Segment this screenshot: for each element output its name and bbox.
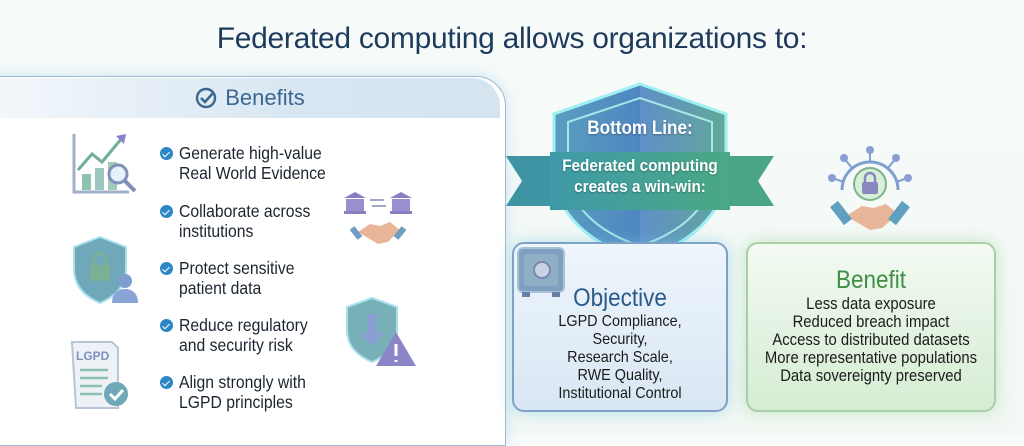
objective-line: Security, [592, 331, 648, 348]
item-line: Generate high-value [179, 143, 322, 163]
lgpd-document-icon: LGPD [70, 341, 128, 409]
benefits-header: Benefits [0, 78, 500, 118]
page-title: Federated computing allows organizations… [216, 22, 808, 55]
item-line: LGPD principles [179, 392, 293, 412]
check-bullet-icon [160, 262, 173, 275]
benefit-title: Benefit [835, 266, 907, 294]
chart-magnifier-icon [72, 134, 137, 194]
benefit-box: Benefit Less data exposure Reduced breac… [746, 242, 996, 412]
bottom-line-shield [506, 82, 774, 262]
objective-line: LGPD Compliance, [558, 313, 682, 330]
benefit-line: Data sovereignty preserved [780, 367, 962, 385]
item-line: Collaborate across [179, 201, 311, 221]
objective-line: Institutional Control [558, 385, 682, 402]
institutions-handshake-icon [344, 192, 412, 244]
network-lock-handshake-icon [828, 146, 912, 230]
item-line: and security risk [179, 335, 293, 355]
benefit-line: Access to distributed datasets [772, 331, 970, 349]
item-line: patient data [179, 278, 262, 298]
item-line: Real World Evidence [179, 163, 326, 183]
objective-line: RWE Quality, [577, 367, 663, 384]
item-line: Reduce regulatory [179, 315, 308, 335]
safe-icon [517, 247, 565, 297]
objective-line: Research Scale, [567, 349, 673, 366]
benefit-line: Reduced breach impact [792, 313, 950, 331]
objective-box: Objective LGPD Compliance, Security, Res… [512, 242, 728, 412]
shield-lock-patient-icon [73, 235, 138, 305]
check-bullet-icon [160, 319, 173, 332]
svg-text:LGPD: LGPD [76, 349, 110, 363]
bottom-line-text: Federated computing creates a win-win: [550, 155, 730, 197]
bottom-line-heading: Bottom Line: [587, 118, 693, 139]
objective-title: Objective [573, 284, 667, 312]
shield-risk-warning-icon [346, 296, 416, 366]
check-bullet-icon [160, 205, 173, 218]
bottom-line-text-1: Federated computing [562, 156, 718, 175]
item-line: institutions [179, 221, 254, 241]
item-line: Protect sensitive [179, 258, 295, 278]
item-line: Align strongly with [179, 372, 306, 392]
benefits-header-label: Benefits [225, 85, 305, 110]
check-bullet-icon [160, 147, 173, 160]
benefit-line: More representative populations [764, 349, 978, 367]
bottom-line-text-2: creates a win-win: [574, 177, 706, 196]
check-bullet-icon [160, 376, 173, 389]
benefit-line: Less data exposure [806, 295, 936, 313]
check-circle-icon [196, 87, 217, 109]
